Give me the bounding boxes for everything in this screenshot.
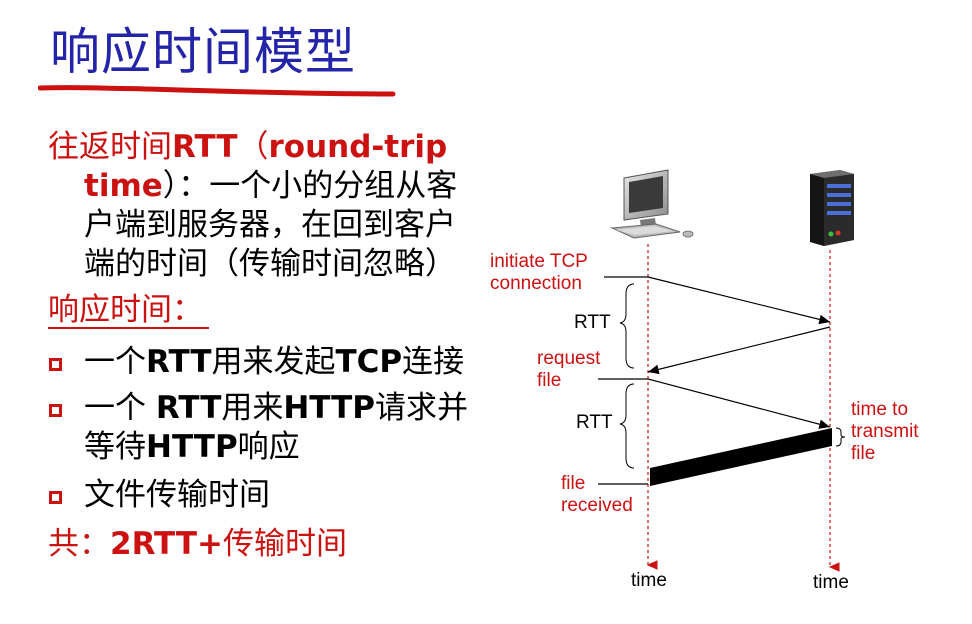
received-line1: file <box>561 473 586 494</box>
server-time-label: time <box>813 572 849 593</box>
server-tower-icon <box>810 170 854 246</box>
rtt-def-term: round-trip <box>268 129 448 165</box>
time-to-transmit-label: time to transmit file <box>851 399 919 465</box>
bullet1-rtt: RTT <box>146 344 212 380</box>
rtt-def-prefix: 往返时间 <box>48 129 172 165</box>
rtt-definition-line2: time）：一个小的分组从客 <box>84 167 457 206</box>
bullet2-post2: 请求并 <box>375 390 469 426</box>
transmit-line1: time to <box>851 399 909 420</box>
bullet1-tcp: TCP <box>335 344 403 380</box>
request-arrow <box>647 378 831 429</box>
bullet2-cont-http: HTTP <box>146 429 238 465</box>
initiate-line1: initiate TCP <box>490 251 588 272</box>
rtt-def-term-time: time <box>84 168 163 204</box>
rtt-definition-line1: 往返时间RTT（round-trip <box>48 128 447 167</box>
rtt-definition-line4: 端的时间（传输时间忽略） <box>84 246 456 282</box>
syn-arrow <box>647 276 831 325</box>
bullet1-post: 用来发起 <box>211 344 336 380</box>
bullet2-http: HTTP <box>283 390 376 426</box>
request-line1: request <box>537 348 601 369</box>
bullet-item-3: 文件传输时间 <box>84 477 270 513</box>
rtt-def-paren: （ <box>237 129 269 165</box>
bullet-item-2-continued: 等待HTTP响应 <box>84 428 300 467</box>
client-time-label: time <box>631 570 667 591</box>
transmit-line2: transmit <box>851 421 919 442</box>
bullet-item-1: 一个RTT用来发起TCP连接 <box>84 343 464 382</box>
bullet2-cont-post: 响应 <box>237 429 300 465</box>
bullet1-pre: 一个 <box>84 344 146 380</box>
bullet-square-icon <box>49 491 62 504</box>
rtt-brace-2 <box>619 383 635 469</box>
title-underline <box>38 85 396 97</box>
request-line2: file <box>537 370 562 391</box>
total-formula: 共：2RTT+传输时间 <box>48 525 347 564</box>
file-transfer-band <box>650 428 832 486</box>
bullet-item-2: 一个 RTT用来HTTP请求并 <box>84 389 468 428</box>
rtt-definition-line3: 户端到服务器，在回到客户 <box>84 207 456 243</box>
received-line2: received <box>561 495 633 516</box>
total-pre: 共： <box>48 526 110 562</box>
transmit-brace <box>835 427 846 447</box>
initiate-line2: connection <box>490 273 582 294</box>
bullet1-post2: 连接 <box>402 344 465 380</box>
transmit-line3: file <box>851 443 876 464</box>
request-file-label: request file <box>537 348 600 392</box>
desktop-computer-icon <box>610 169 694 239</box>
bullet2-rtt: RTT <box>155 390 222 426</box>
rtt-brace-1 <box>619 283 635 369</box>
bullet2-pre: 一个 <box>84 390 156 426</box>
rtt-label-2: RTT <box>576 412 613 433</box>
total-2rtt: 2RTT+ <box>110 526 224 562</box>
file-received-label: file received <box>561 473 633 517</box>
bullet2-cont-pre: 等待 <box>84 429 146 465</box>
bullet-square-icon <box>49 404 62 417</box>
response-time-heading: 响应时间： <box>48 293 209 329</box>
rtt-def-rtt: RTT <box>172 129 238 165</box>
bullet2-post: 用来 <box>221 390 284 426</box>
bullet-square-icon <box>49 358 62 371</box>
synack-arrow <box>647 326 831 375</box>
rtt-label-1: RTT <box>574 312 611 333</box>
rtt-def-line2-rest: ）：一个小的分组从客 <box>162 168 458 204</box>
total-post: 传输时间 <box>223 526 348 562</box>
initiate-tcp-label: initiate TCP connection <box>490 251 588 295</box>
slide-title: 响应时间模型 <box>50 23 356 81</box>
